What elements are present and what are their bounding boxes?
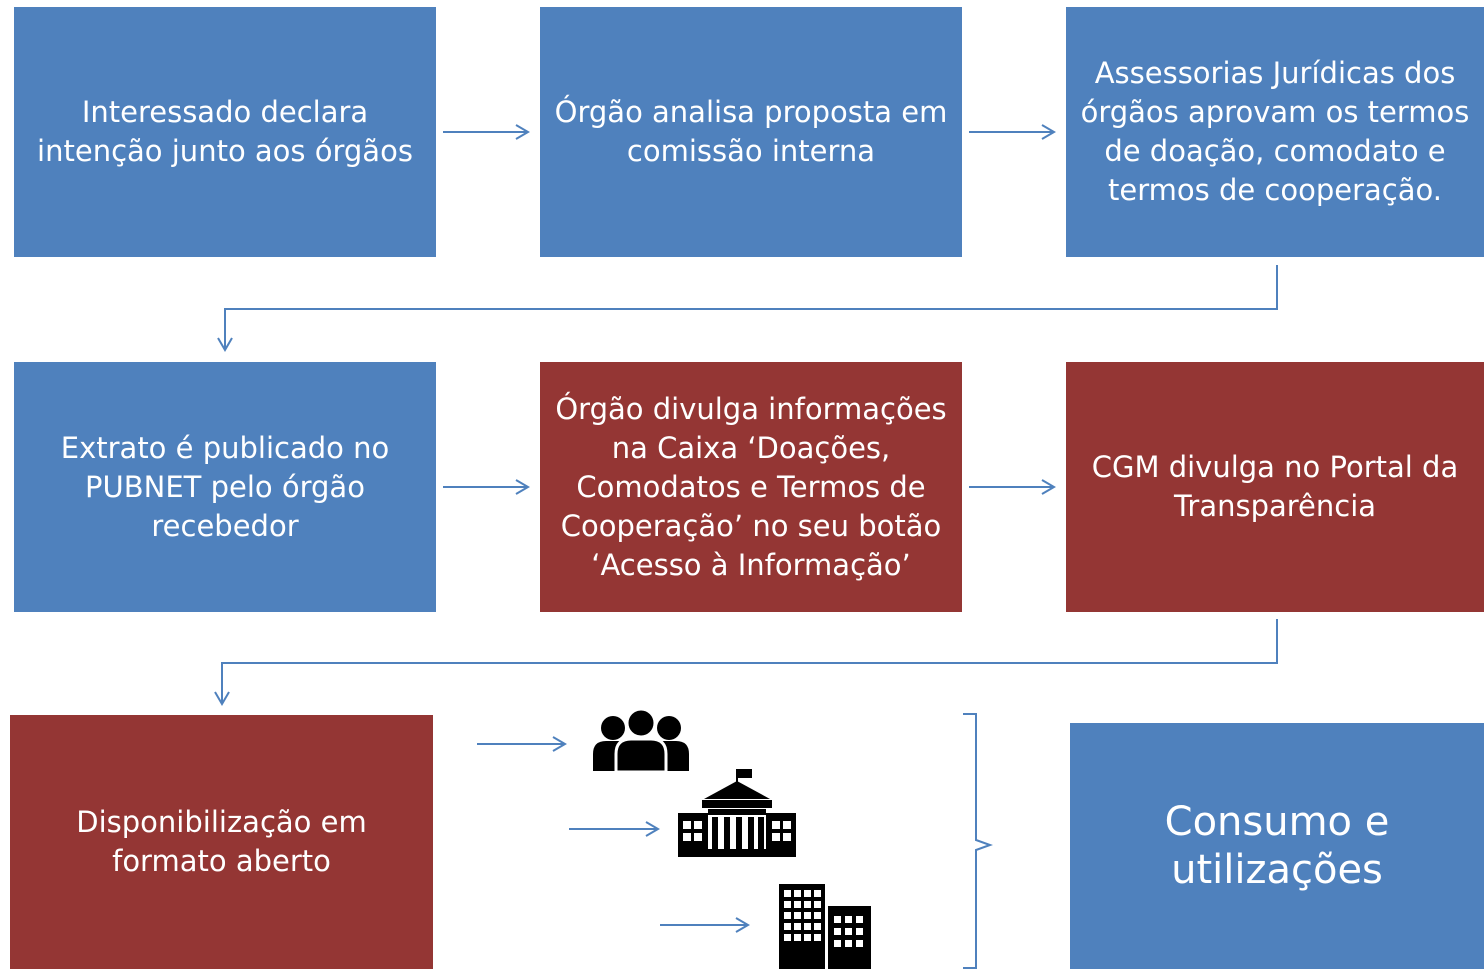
result-box-consumption: Consumo e utilizações	[1070, 723, 1484, 969]
step-box-agency-analyzes: Órgão analisa proposta em comissão inter…	[540, 7, 962, 257]
connector-row1-to-row2	[217, 265, 1278, 352]
step-box-extract-published: Extrato é publicado no PUBNET pelo órgão…	[14, 362, 436, 612]
step-box-agency-discloses: Órgão divulga informações na Caixa ‘Doaç…	[540, 362, 962, 612]
step-box-interested-declares: Interessado declara intenção junto aos ó…	[14, 7, 436, 257]
step-text: Interessado declara intenção junto aos ó…	[37, 95, 413, 168]
step-text: Extrato é publicado no PUBNET pelo órgão…	[60, 430, 390, 543]
step-text: Assessorias Jurídicas dos órgãos aprovam…	[1080, 56, 1470, 207]
step-box-cgm-portal: CGM divulga no Portal da Transparência	[1066, 362, 1484, 612]
step-text: Órgão analisa proposta em comissão inter…	[554, 95, 948, 168]
step-text: Órgão divulga informações na Caixa ‘Doaç…	[555, 391, 947, 582]
government-building-icon	[678, 769, 796, 857]
step-box-legal-approves: Assessorias Jurídicas dos órgãos aprovam…	[1066, 7, 1484, 257]
result-text: Consumo e utilizações	[1164, 799, 1390, 893]
people-group-icon	[593, 708, 689, 772]
step-text: CGM divulga no Portal da Transparência	[1091, 450, 1459, 523]
connector-row2-to-row3	[214, 619, 1278, 706]
step-text: Disponibilização em formato aberto	[76, 805, 367, 878]
step-box-open-format: Disponibilização em formato aberto	[10, 715, 433, 969]
office-buildings-icon	[779, 884, 871, 969]
right-brace	[963, 713, 993, 969]
